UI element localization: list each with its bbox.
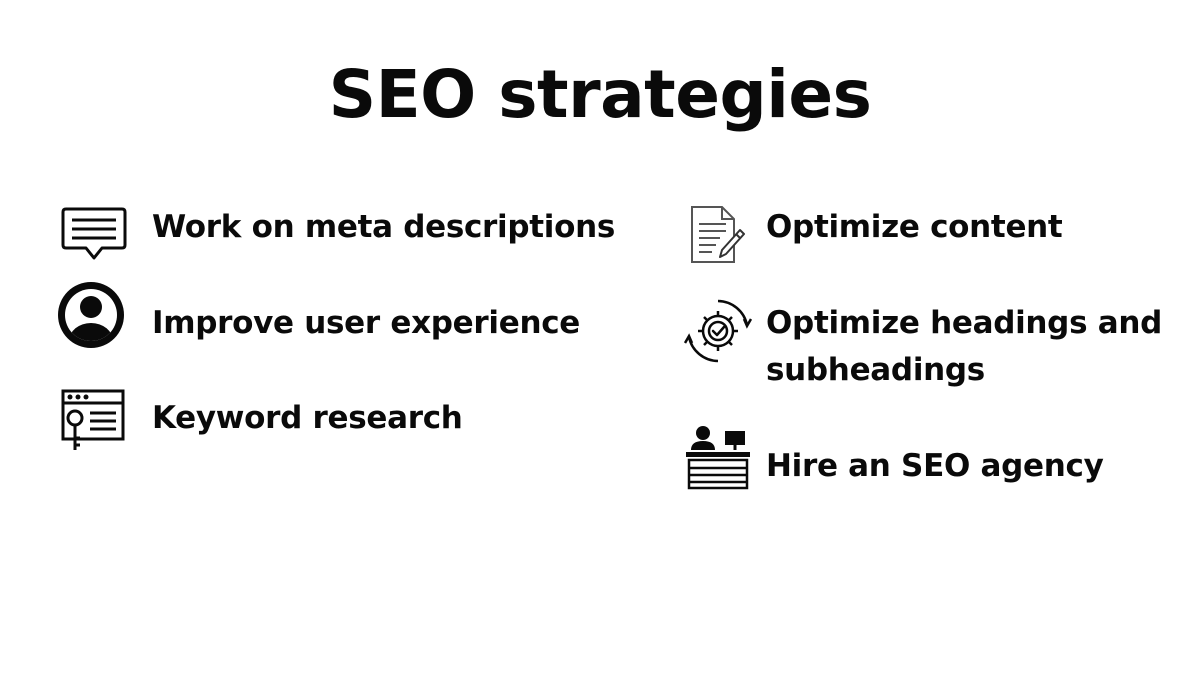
strategy-label-keyword-research: Keyword research [152, 400, 463, 436]
browser-key-icon [61, 389, 125, 450]
strategy-label-meta-descriptions: Work on meta descriptions [152, 209, 616, 245]
document-pencil-icon [691, 206, 745, 263]
strategy-label-optimize-content: Optimize content [766, 209, 1063, 245]
page-title: SEO strategies [328, 56, 872, 133]
strategy-label-optimize-headings-line1: Optimize headings and [766, 305, 1162, 341]
agency-desk-icon [686, 426, 750, 490]
strategy-label-user-experience: Improve user experience [152, 305, 581, 341]
user-avatar-icon [58, 282, 124, 348]
strategy-label-optimize-headings-line2: subheadings [766, 352, 985, 388]
speech-bubble-icon [61, 207, 127, 260]
strategy-label-hire-agency: Hire an SEO agency [766, 448, 1104, 484]
gear-check-icon [684, 299, 752, 363]
